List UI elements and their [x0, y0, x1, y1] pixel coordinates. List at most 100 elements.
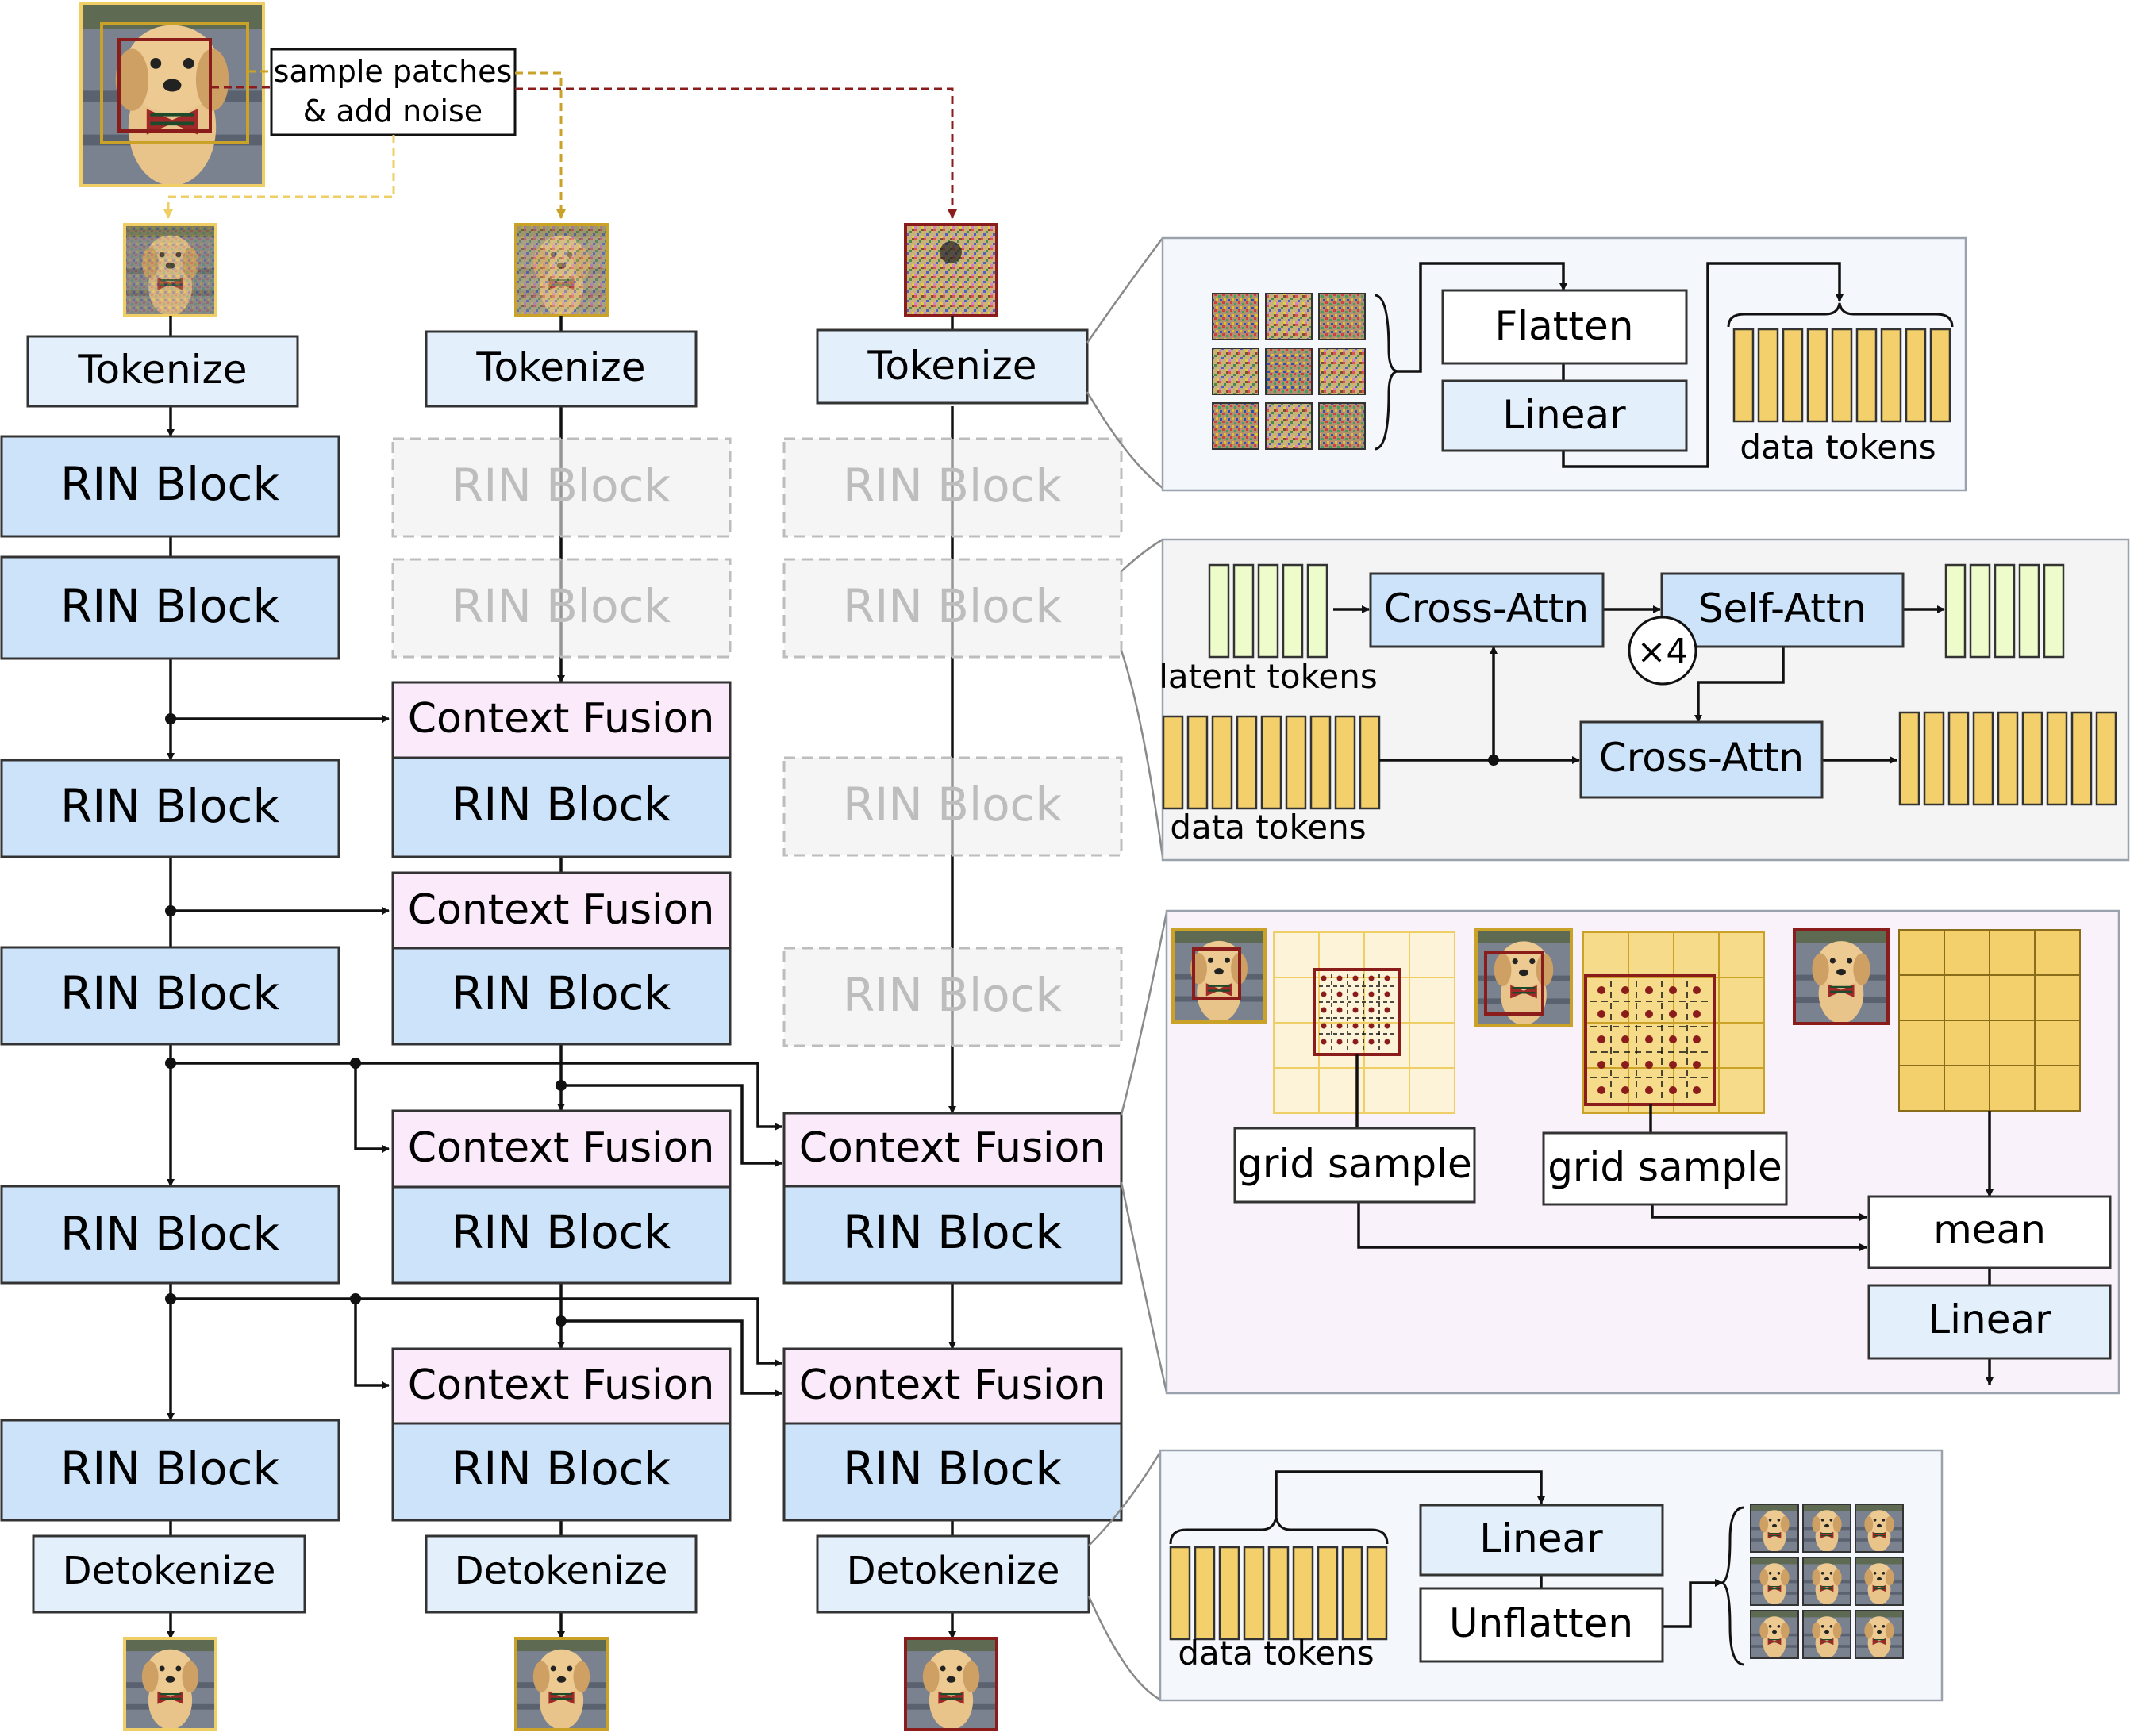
sample-patches-box: sample patches & add noise [270, 48, 517, 136]
input-dog-image [81, 3, 263, 186]
tokenize-label: Tokenize [867, 343, 1036, 389]
data-tokens-label: data tokens [1178, 1634, 1374, 1673]
cross-attn-label: Cross-Attn [1384, 586, 1589, 632]
data-token-bars [1169, 1546, 1388, 1641]
fusion-image-3 [1793, 928, 1890, 1025]
rin-block: RIN Block [391, 756, 732, 858]
latent-token-bars-out [1944, 563, 2065, 659]
repeat-times-4-badge: ×4 [1628, 616, 1697, 686]
noisy-patch-grid [1212, 293, 1366, 450]
linear-box: Linear [1867, 1284, 2112, 1360]
rin-block: RIN Block [0, 759, 340, 858]
ghost-rin-block: RIN Block [782, 947, 1123, 1047]
rin-block: RIN Block [0, 1419, 340, 1522]
rin-block-label: RIN Block [452, 966, 671, 1020]
brace-icon [1717, 1506, 1745, 1666]
noisy-patch-1 [123, 223, 217, 317]
detok-panel-arrows [1275, 1470, 1723, 1628]
times4-label: ×4 [1637, 632, 1689, 672]
tokenize-panel-arrows [1398, 262, 1844, 468]
rin-block: RIN Block [0, 1185, 340, 1285]
self-attn-box: Self-Attn [1660, 572, 1905, 648]
rin-block: RIN Block [0, 946, 340, 1046]
data-tokens-label: data tokens [1170, 808, 1366, 847]
rin-block-label: RIN Block [60, 1442, 280, 1496]
data-tokens-label: data tokens [1740, 428, 1936, 467]
ghost-rin-block-label: RIN Block [843, 459, 1063, 513]
tokenize-label: Tokenize [475, 344, 645, 390]
noisy-patch-2 [514, 223, 609, 317]
rin-panel-arrows [1333, 605, 1945, 764]
tokenize-detail-panel: Flatten Linear data tokens [1161, 236, 1967, 492]
output-image-1 [123, 1637, 217, 1731]
mean-box: mean [1867, 1195, 2112, 1269]
output-patch-grid [1750, 1504, 1904, 1659]
detokenize-label: Detokenize [63, 1549, 276, 1593]
junction-dots [165, 713, 567, 1327]
flatten-label: Flatten [1495, 303, 1634, 349]
data-token-bars-out [1898, 711, 2117, 806]
ghost-rin-block-label: RIN Block [452, 459, 671, 513]
rin-block-label: RIN Block [60, 779, 280, 833]
rin-block: RIN Block [782, 1185, 1123, 1285]
rin-block-label: RIN Block [60, 579, 280, 633]
ghost-rin-block: RIN Block [782, 756, 1123, 857]
context-fusion-box: Context Fusion [391, 1109, 732, 1189]
linear-label: Linear [1502, 392, 1626, 438]
column-3: Tokenize RIN Block RIN Block RIN Block R… [782, 328, 1123, 1731]
rin-block-label: RIN Block [60, 1207, 280, 1261]
ghost-rin-block-label: RIN Block [843, 579, 1063, 633]
ghost-rin-block: RIN Block [391, 437, 732, 538]
self-attn-label: Self-Attn [1698, 586, 1867, 632]
context-fusion-box: Context Fusion [782, 1347, 1123, 1425]
context-fusion-label: Context Fusion [408, 886, 715, 934]
cross-attn-label: Cross-Attn [1599, 735, 1804, 781]
output-image-2 [514, 1637, 609, 1731]
output-image-3 [904, 1637, 998, 1731]
rin-block-detail-panel: latent tokens data tokens Cross-Attn [1159, 538, 2130, 862]
ghost-rin-block: RIN Block [782, 437, 1123, 538]
rin-block-label: RIN Block [843, 1205, 1063, 1259]
context-fusion-box: Context Fusion [391, 681, 732, 759]
ghost-rin-block: RIN Block [391, 558, 732, 659]
rin-block-label: RIN Block [60, 966, 280, 1020]
ghost-rin-block-label: RIN Block [843, 778, 1063, 832]
tokenize-label: Tokenize [77, 347, 247, 393]
grid-sample-label: grid sample [1548, 1144, 1782, 1190]
linear-box: Linear [1419, 1504, 1664, 1577]
fusion-image-1 [1171, 928, 1267, 1024]
fusion-image-2 [1474, 928, 1573, 1027]
rin-block: RIN Block [391, 947, 732, 1046]
tokenize-box: Tokenize [816, 328, 1089, 405]
context-fusion-label: Context Fusion [408, 1124, 715, 1172]
tokenize-box: Tokenize [425, 330, 698, 408]
context-fusion-label: Context Fusion [408, 1362, 715, 1409]
data-token-bars-in [1162, 715, 1381, 810]
cross-attn-box-1: Cross-Attn [1369, 572, 1605, 648]
flatten-box: Flatten [1441, 289, 1688, 365]
detokenize-box: Detokenize [816, 1534, 1090, 1614]
linear-box: Linear [1441, 379, 1688, 452]
fine-grid-1 [1273, 931, 1455, 1114]
detokenize-box: Detokenize [425, 1534, 698, 1614]
detokenize-box: Detokenize [32, 1534, 306, 1614]
context-fusion-box: Context Fusion [391, 1347, 732, 1425]
sample-patches-label-1: sample patches [274, 54, 513, 89]
linear-label: Linear [1479, 1515, 1603, 1561]
rin-block-label: RIN Block [452, 1205, 671, 1259]
dashed-connectors [163, 70, 957, 219]
brace-icon [1374, 294, 1399, 451]
grid-sample-box-1: grid sample [1233, 1127, 1476, 1204]
detokenize-detail-panel: data tokens Linear Unflatten [1159, 1449, 1944, 1702]
ghost-rin-block-label: RIN Block [843, 968, 1063, 1022]
rin-block-label: RIN Block [60, 457, 280, 511]
latent-token-bars-in [1208, 563, 1328, 659]
rin-block-label: RIN Block [843, 1442, 1063, 1496]
detokenize-label: Detokenize [847, 1549, 1060, 1593]
fusion-panel-arrows [1355, 1054, 1994, 1385]
noisy-patch-3 [904, 223, 998, 317]
rin-block: RIN Block [391, 1185, 732, 1285]
linear-label: Linear [1928, 1296, 2051, 1342]
context-fusion-label: Context Fusion [408, 695, 715, 743]
